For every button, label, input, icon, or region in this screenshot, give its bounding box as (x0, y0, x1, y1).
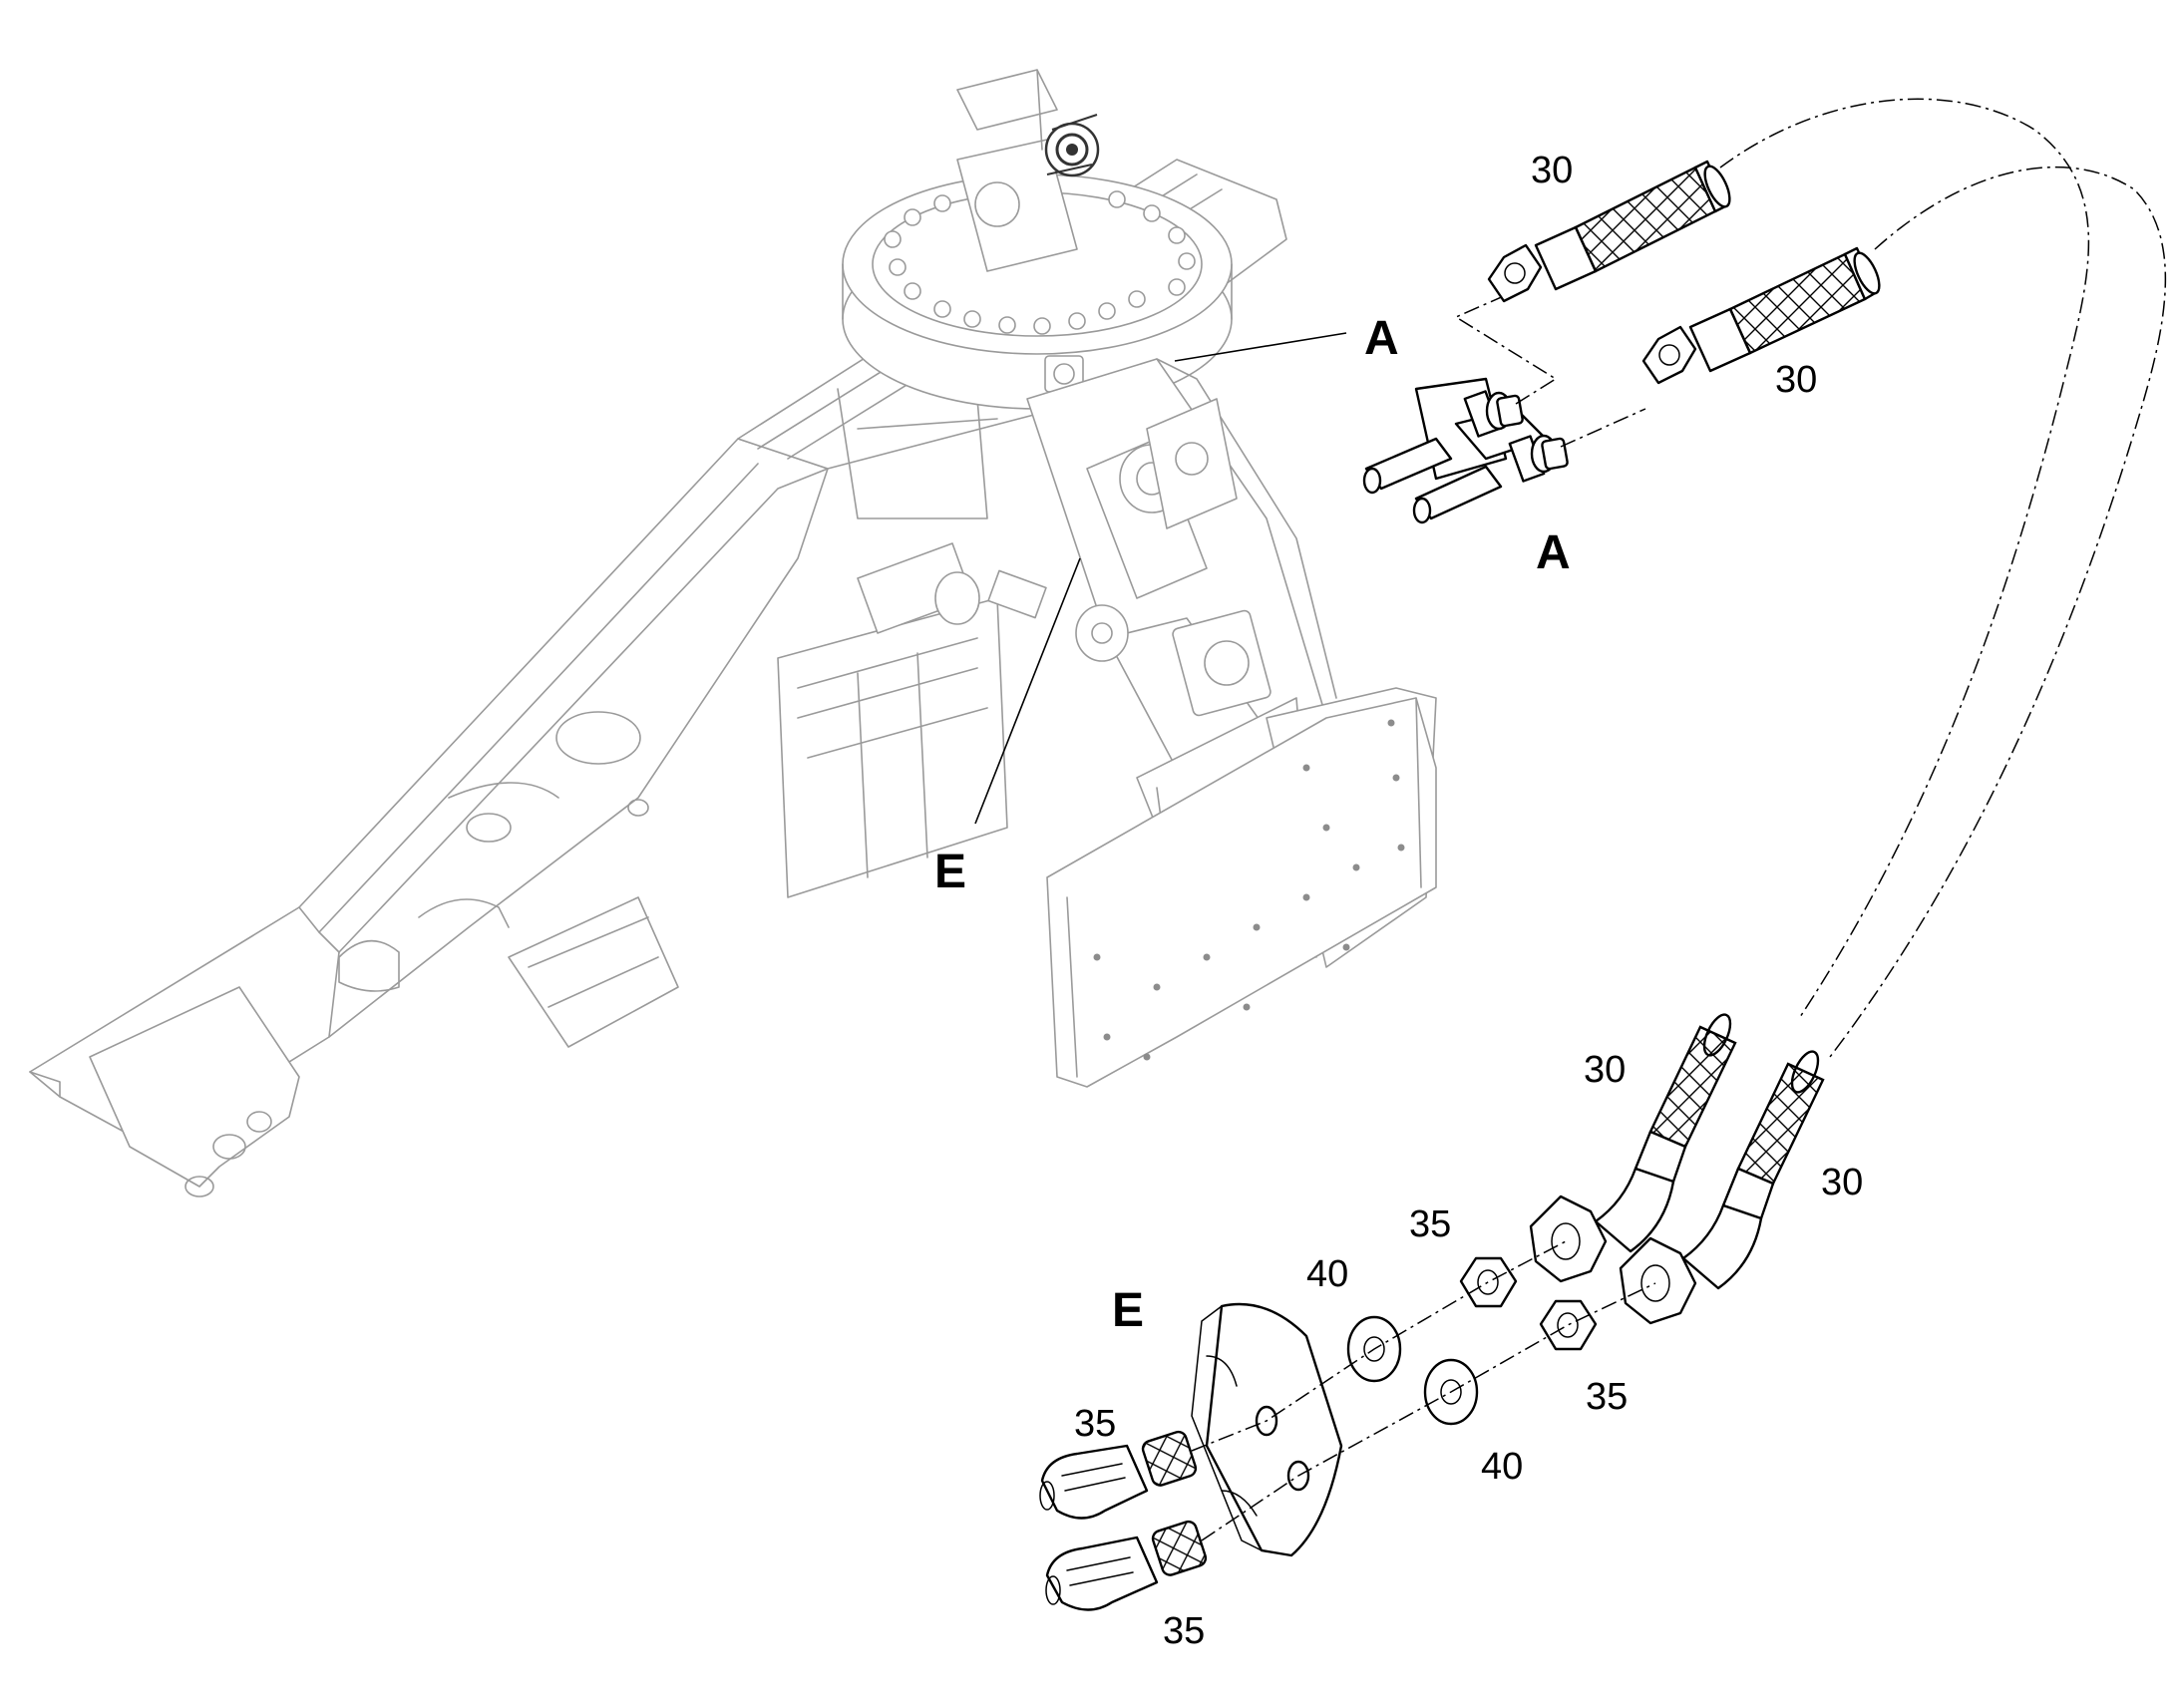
centerline-a-upper (1454, 294, 1558, 405)
view-a-title: A (1536, 526, 1571, 579)
hose-30-lower-2-label: 30 (1821, 1162, 1863, 1203)
elbow-35-lower (1045, 1520, 1208, 1611)
centerline-e-lower (1201, 1282, 1656, 1541)
nut-35-upper-label: 35 (1409, 1203, 1451, 1245)
nut-35-upper (1459, 1256, 1518, 1308)
mounting-block (1191, 1302, 1343, 1557)
centerline-a-lower (1560, 408, 1646, 448)
elbow-35-upper-label: 35 (1074, 1403, 1116, 1445)
elbow-35-lower-label: 35 (1163, 1610, 1205, 1652)
leader-view-e (974, 557, 1081, 825)
view-a-marker: A (1364, 312, 1399, 365)
hose-30-lower-1 (1529, 1013, 1737, 1283)
view-e-marker: E (934, 846, 966, 898)
elbow-35-upper (1039, 1430, 1198, 1520)
leader-view-a (1174, 332, 1347, 362)
hose-route-2 (1829, 167, 2167, 1058)
hose-30-upper-2 (1641, 246, 1881, 385)
detail-a-bulkhead-fittings (1362, 377, 1569, 524)
nut-35-lower (1539, 1299, 1598, 1351)
view-e-title: E (1112, 1284, 1144, 1337)
hose-30-upper-2-label: 30 (1775, 359, 1817, 401)
centerline-e-upper (1191, 1240, 1567, 1452)
hose-route-1 (1719, 98, 2090, 1018)
ring-bolts (884, 190, 1196, 335)
washer-40-lower-label: 40 (1481, 1446, 1523, 1488)
hose-30-upper-1-label: 30 (1531, 150, 1573, 191)
hose-30-lower-2 (1619, 1050, 1825, 1325)
hose-30-lower-1-label: 30 (1584, 1049, 1626, 1091)
chassis-frame-ghost (29, 69, 1437, 1197)
washer-40-upper-label: 40 (1306, 1253, 1348, 1295)
nut-35-lower-label: 35 (1586, 1376, 1628, 1418)
hose-30-upper-1 (1487, 160, 1731, 303)
